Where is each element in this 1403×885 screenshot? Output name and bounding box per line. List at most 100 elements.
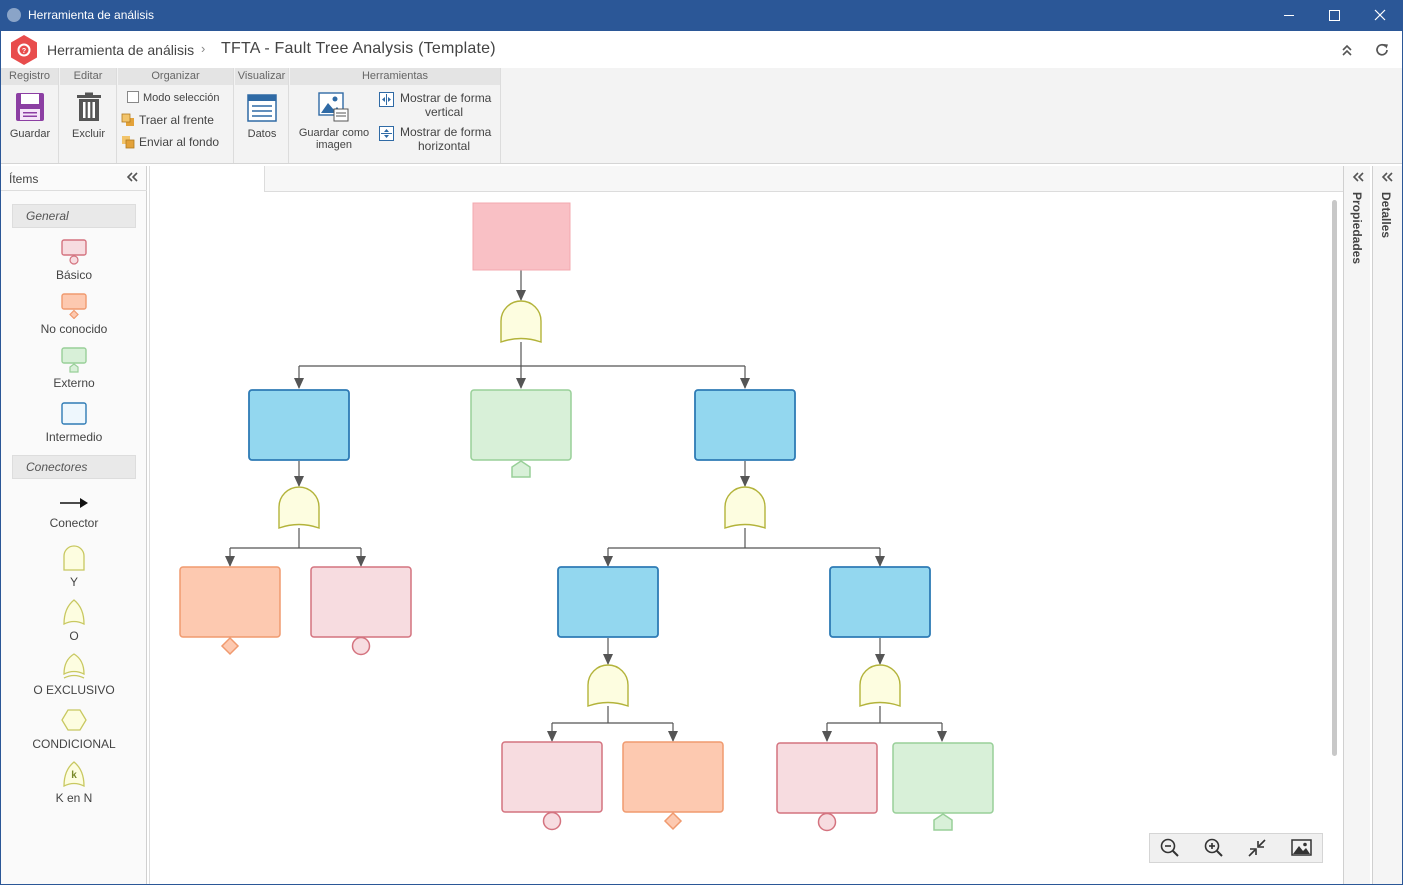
palette-item-condicional[interactable]: CONDICIONAL <box>1 706 147 751</box>
delete-label: Excluir <box>71 128 105 140</box>
palette-item-k-en-n[interactable]: k K en N <box>1 760 147 805</box>
palette-item-o-exclusivo[interactable]: O EXCLUSIVO <box>1 652 147 697</box>
expand-properties-button[interactable] <box>1351 170 1365 188</box>
save-image-icon <box>318 92 349 122</box>
minimize-icon <box>1284 15 1294 16</box>
canvas-tab[interactable] <box>150 166 265 192</box>
refresh-icon <box>1376 43 1388 56</box>
data-button[interactable]: Datos <box>235 94 289 140</box>
and-gate[interactable] <box>278 486 320 529</box>
basic-event[interactable] <box>310 566 412 638</box>
zoom-in-button[interactable] <box>1202 837 1228 859</box>
intermediate-event-icon <box>61 402 87 425</box>
details-panel[interactable]: Detalles <box>1372 166 1402 884</box>
intermediate-event[interactable] <box>829 566 931 638</box>
ribbon-group-organizar: Organizar Modo selección Traer al frente… <box>118 68 234 163</box>
save-as-image-button[interactable]: Guardar como imagen <box>294 91 374 151</box>
external-event[interactable] <box>892 742 994 814</box>
intermediate-event[interactable] <box>694 389 796 461</box>
properties-panel[interactable]: Propiedades <box>1343 166 1370 884</box>
double-chevron-up-icon <box>1342 44 1352 56</box>
close-button[interactable] <box>1357 0 1403 31</box>
and-gate[interactable] <box>724 486 766 529</box>
zoom-toolbar <box>1149 833 1323 863</box>
items-panel-title: Ítems <box>9 172 39 186</box>
vertical-scrollbar[interactable] <box>1332 200 1337 756</box>
palette-item-intermedio[interactable]: Intermedio <box>1 401 147 444</box>
data-table-icon <box>247 94 277 122</box>
section-general: General <box>12 204 136 228</box>
palette-item-conector[interactable]: Conector <box>1 493 147 530</box>
ribbon-group-label: Registro <box>1 68 58 85</box>
basic-event-circle <box>817 812 837 832</box>
properties-panel-label: Propiedades <box>1350 192 1364 265</box>
zoom-out-button[interactable] <box>1158 837 1184 859</box>
fit-to-screen-button[interactable] <box>1246 837 1272 859</box>
double-chevron-left-icon <box>1352 172 1364 182</box>
and-gate[interactable] <box>500 300 542 343</box>
external-event-icon <box>61 347 87 373</box>
trash-icon <box>76 92 101 121</box>
palette-item-label: No conocido <box>40 322 108 336</box>
undeveloped-event-icon <box>61 293 87 319</box>
palette-item-label: CONDICIONAL <box>32 737 116 751</box>
intermediate-event[interactable] <box>248 389 350 461</box>
palette-item-y[interactable]: Y <box>1 544 147 589</box>
send-to-back-icon <box>122 136 135 149</box>
basic-event[interactable] <box>501 741 603 813</box>
intermediate-events <box>248 389 931 638</box>
refresh-button[interactable] <box>1373 41 1391 59</box>
svg-text:k: k <box>71 770 77 781</box>
palette-item-basico[interactable]: Básico <box>1 239 147 282</box>
undeveloped-event[interactable] <box>179 566 281 638</box>
ribbon-group-label: Visualizar <box>235 68 288 85</box>
top-event[interactable] <box>472 202 571 271</box>
and-gate-icon <box>63 545 85 571</box>
save-image-label-2: imagen <box>315 139 353 151</box>
ribbon-group-editar: Editar Excluir <box>60 68 117 163</box>
bring-front-button[interactable]: Traer al frente <box>121 113 214 127</box>
and-gate[interactable] <box>859 664 901 707</box>
svg-text:?: ? <box>22 48 26 55</box>
selection-mode-checkbox[interactable]: Modo selección <box>127 91 219 104</box>
intermediate-event[interactable] <box>557 566 659 638</box>
maximize-icon <box>1329 10 1340 21</box>
expand-details-button[interactable] <box>1380 170 1394 188</box>
collapse-header-button[interactable] <box>1338 41 1356 59</box>
breadcrumb-app[interactable]: Herramienta de análisis <box>47 42 195 58</box>
undeveloped-event[interactable] <box>622 741 724 813</box>
send-back-label: Enviar al fondo <box>139 135 220 149</box>
show-vertical-label-2: vertical <box>424 105 463 119</box>
minimize-button[interactable] <box>1266 0 1312 31</box>
export-image-button[interactable] <box>1290 837 1316 859</box>
gates <box>278 300 901 707</box>
save-label: Guardar <box>9 128 51 140</box>
undeveloped-events <box>179 566 724 831</box>
show-horizontal-button[interactable]: Mostrar de forma horizontal <box>379 125 497 153</box>
basic-event[interactable] <box>776 742 878 814</box>
diagram-canvas[interactable] <box>149 166 1343 884</box>
undeveloped-diamond <box>220 636 240 656</box>
external-event[interactable] <box>470 389 572 461</box>
palette-item-no-conocido[interactable]: No conocido <box>1 293 147 336</box>
window-title: Herramienta de análisis <box>28 8 155 22</box>
send-back-button[interactable]: Enviar al fondo <box>121 135 219 149</box>
show-vertical-button[interactable]: Mostrar de forma vertical <box>379 91 497 119</box>
connector-lines <box>225 270 947 742</box>
delete-button[interactable]: Excluir <box>60 92 117 140</box>
app-icon <box>7 8 21 22</box>
palette-item-o[interactable]: O <box>1 598 147 643</box>
maximize-button[interactable] <box>1311 0 1357 31</box>
basic-event-circle <box>351 636 371 656</box>
and-gate[interactable] <box>587 664 629 707</box>
palette-item-externo[interactable]: Externo <box>1 347 147 390</box>
zoom-out-icon <box>1160 838 1179 857</box>
items-panel: Ítems General Básico No conocido <box>1 166 147 884</box>
ribbon-group-label: Herramientas <box>290 68 500 85</box>
conditional-gate-icon <box>61 709 87 731</box>
save-button[interactable]: Guardar <box>1 92 59 140</box>
arrow-right-icon <box>60 498 88 508</box>
floppy-disk-icon <box>16 93 44 121</box>
collapse-items-button[interactable] <box>125 170 139 188</box>
palette-item-label: Conector <box>49 516 99 530</box>
